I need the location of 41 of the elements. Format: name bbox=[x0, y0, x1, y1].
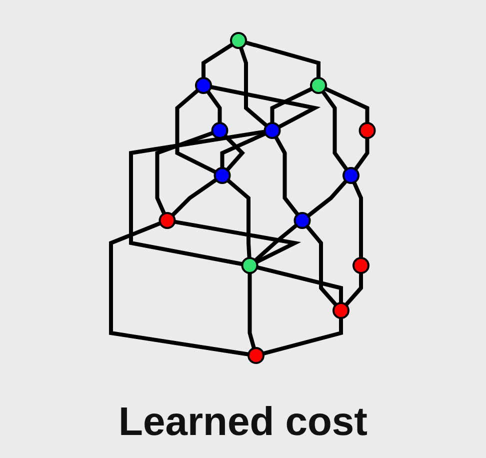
connector bbox=[354, 138, 370, 170]
connector bbox=[220, 131, 266, 168]
connector bbox=[306, 224, 338, 306]
connector bbox=[210, 84, 321, 128]
connector bbox=[109, 220, 250, 356]
connector bbox=[324, 86, 370, 122]
connector bbox=[307, 179, 348, 217]
node-circle bbox=[158, 212, 176, 228]
connector bbox=[202, 42, 234, 78]
connector bbox=[248, 272, 256, 348]
connector bbox=[321, 90, 348, 170]
caption: Learned cost bbox=[118, 400, 368, 445]
node-circle bbox=[264, 122, 281, 138]
connector bbox=[226, 178, 252, 258]
connector bbox=[344, 272, 364, 306]
node-circle bbox=[230, 32, 248, 48]
node-circle bbox=[211, 122, 228, 138]
connector bbox=[155, 130, 214, 214]
connector bbox=[239, 46, 268, 127]
connector bbox=[245, 40, 321, 78]
node-circle bbox=[332, 302, 350, 318]
node-circle bbox=[214, 166, 231, 184]
connector bbox=[256, 264, 344, 302]
node-circle bbox=[342, 166, 360, 184]
node-circle bbox=[352, 256, 370, 274]
node-circle bbox=[195, 76, 212, 94]
connector bbox=[174, 219, 302, 264]
connector bbox=[206, 90, 222, 122]
connector bbox=[262, 318, 344, 356]
connector bbox=[129, 129, 266, 266]
node-circle bbox=[248, 346, 265, 364]
connector bbox=[175, 88, 217, 174]
connector bbox=[352, 181, 364, 258]
node-circle bbox=[358, 122, 376, 138]
connector bbox=[274, 136, 300, 216]
connector bbox=[171, 178, 218, 216]
node-circle bbox=[310, 76, 328, 94]
connector bbox=[254, 223, 298, 262]
node-circle bbox=[241, 256, 258, 274]
connector bbox=[270, 86, 313, 122]
node-circle bbox=[294, 212, 311, 228]
